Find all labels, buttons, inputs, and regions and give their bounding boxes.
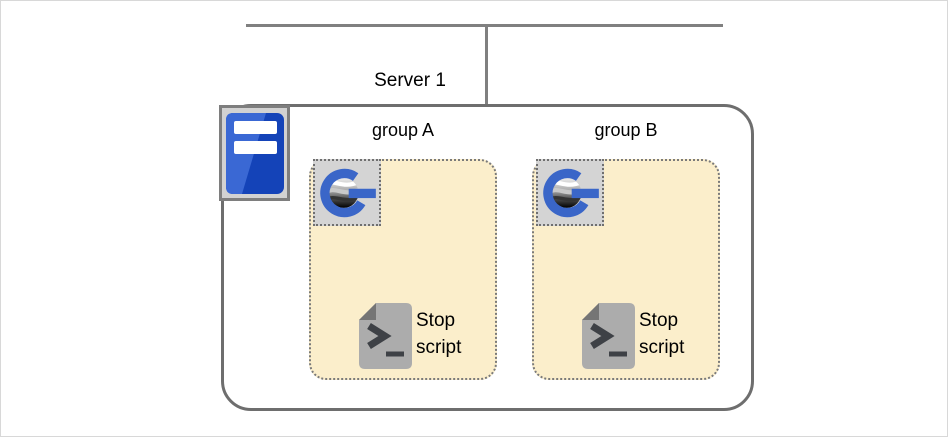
stop-script-label: Stop script: [416, 307, 461, 361]
group-a-logo-tile: [313, 159, 381, 226]
stop-script-label-line2: script: [416, 337, 462, 358]
stop-script-label-line1: Stop: [639, 310, 679, 331]
group-b-logo-tile: [536, 159, 604, 226]
stop-script-icon: [359, 303, 412, 369]
server-tower-icon: [225, 112, 284, 194]
group-b-box: group B Stop script: [532, 120, 720, 380]
network-bus-line: [246, 24, 723, 27]
group-a-label: group A: [371, 120, 435, 140]
g-logo-icon: [320, 168, 376, 217]
group-b-label: group B: [594, 120, 658, 140]
server-icon-tile: [219, 105, 290, 201]
server-connector-line: [485, 24, 488, 105]
stop-script-label: Stop script: [639, 307, 684, 361]
stop-script-icon: [582, 303, 635, 369]
stop-script-label-line2: script: [639, 337, 685, 358]
g-logo-icon: [543, 168, 599, 217]
group-a-box: group A Stop script: [309, 120, 497, 380]
stop-script-label-line1: Stop: [416, 310, 456, 331]
server-label: Server 1: [374, 70, 446, 91]
